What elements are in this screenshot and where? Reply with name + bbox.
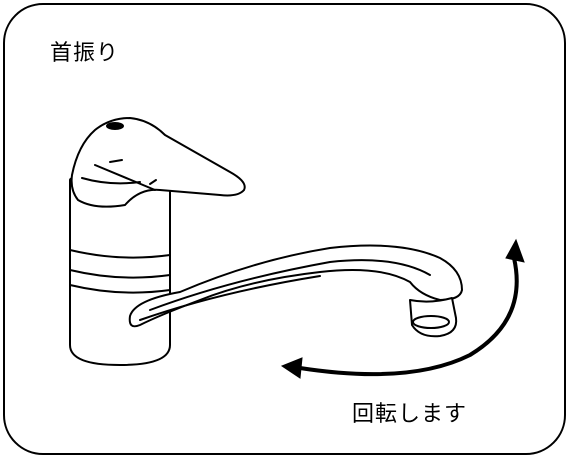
rounded-frame bbox=[3, 3, 566, 455]
arrow-head-top bbox=[505, 238, 525, 263]
diagram-title: 首振り bbox=[50, 41, 120, 66]
rotation-caption: 回転します bbox=[352, 402, 468, 427]
lever-handle bbox=[70, 117, 246, 208]
rotation-arrow bbox=[280, 238, 525, 379]
spout-nozzle bbox=[409, 297, 458, 338]
arrow-head-left bbox=[280, 357, 303, 379]
